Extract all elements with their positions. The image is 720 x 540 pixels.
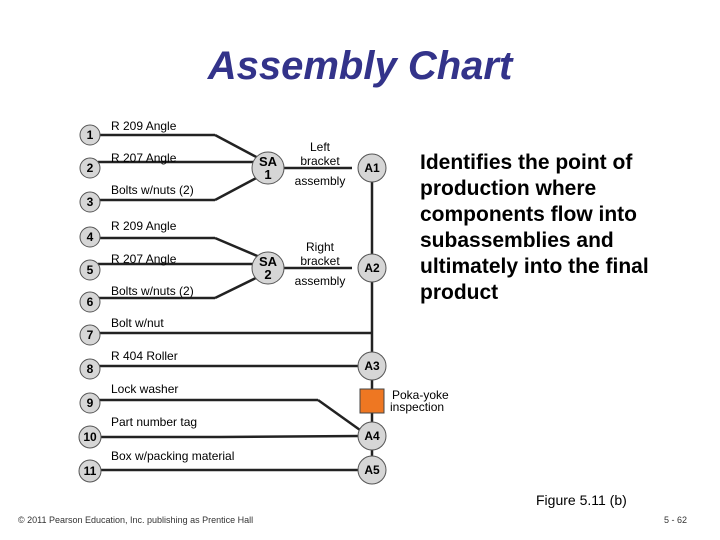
component-label: R 209 Angle — [111, 219, 177, 233]
component-number: 8 — [87, 362, 94, 376]
flow-lines — [98, 133, 374, 472]
subassembly-code: SA — [259, 254, 278, 269]
subassembly-node: SA 1 Left bracket assembly — [251, 140, 346, 188]
component-number: 5 — [87, 263, 94, 277]
page-title: Assembly Chart — [207, 44, 513, 88]
inspection-label-line1: Poka-yoke — [392, 388, 449, 402]
subassembly-number: 2 — [264, 267, 271, 282]
component-number: 2 — [87, 161, 94, 175]
component-label: R 207 Angle — [111, 252, 177, 266]
assembly-code: A4 — [364, 429, 380, 443]
component-node: 6 Bolts w/nuts (2) — [79, 284, 194, 313]
component-label: Bolt w/nut — [111, 316, 164, 330]
component-number: 9 — [87, 396, 94, 410]
assembly-node: A3 — [357, 351, 387, 381]
component-number: 6 — [87, 295, 94, 309]
inspection-square — [359, 388, 385, 414]
component-label: Bolts w/nuts (2) — [111, 284, 194, 298]
inspection-node: Poka-yoke inspection — [359, 388, 449, 414]
subassembly-number: 1 — [264, 167, 271, 182]
assembly-node: A1 — [357, 153, 387, 183]
component-node: 1 R 209 Angle — [79, 119, 177, 146]
component-node: 2 R 207 Angle — [79, 151, 177, 179]
assembly-code: A5 — [364, 463, 380, 477]
assembly-code: A3 — [364, 359, 380, 373]
assembly-code: A2 — [364, 261, 380, 275]
page-number: 5 - 62 — [664, 515, 688, 525]
component-number: 10 — [83, 430, 97, 444]
component-label: R 209 Angle — [111, 119, 177, 133]
chart-description: Identifies the point of production where… — [420, 151, 649, 304]
component-node: 5 R 207 Angle — [79, 252, 177, 281]
subassembly-name-line1: Right — [306, 240, 335, 254]
subassembly-name-line2: bracket — [300, 254, 340, 268]
component-node: 11 Box w/packing material — [78, 449, 234, 483]
component-nodes: 1 R 209 Angle 2 R 207 Angle 3 Bolts w/nu… — [78, 119, 234, 483]
component-number: 7 — [87, 328, 94, 342]
component-node: 3 Bolts w/nuts (2) — [79, 183, 194, 213]
subassembly-name-line3: assembly — [295, 274, 346, 288]
subassembly-name-line2: bracket — [300, 154, 340, 168]
component-node: 9 Lock washer — [79, 382, 178, 414]
assembly-node: A5 — [357, 455, 387, 485]
assembly-steps: A1 A2 A3 A4 A5 — [357, 153, 387, 485]
subassembly-name-line1: Left — [310, 140, 331, 154]
copyright-footer: © 2011 Pearson Education, Inc. publishin… — [18, 515, 254, 525]
component-number: 3 — [87, 195, 94, 209]
component-node: 7 Bolt w/nut — [79, 316, 164, 346]
component-label: R 404 Roller — [111, 349, 178, 363]
component-label: Lock washer — [111, 382, 178, 396]
assembly-node: A4 — [357, 421, 387, 451]
subassembly-code: SA — [259, 154, 278, 169]
subassembly-node: SA 2 Right bracket assembly — [251, 240, 346, 288]
component-label: Box w/packing material — [111, 449, 234, 463]
subassembly-name-line3: assembly — [295, 174, 346, 188]
component-node: 8 R 404 Roller — [79, 349, 178, 380]
assembly-node: A2 — [357, 253, 387, 283]
assembly-code: A1 — [364, 161, 380, 175]
inspection-label-line2: inspection — [390, 400, 444, 414]
component-node: 10 Part number tag — [78, 415, 197, 449]
component-label: Bolts w/nuts (2) — [111, 183, 194, 197]
component-number: 1 — [87, 128, 94, 142]
component-node: 4 R 209 Angle — [79, 219, 177, 248]
component-label: R 207 Angle — [111, 151, 177, 165]
component-label: Part number tag — [111, 415, 197, 429]
figure-caption: Figure 5.11 (b) — [536, 492, 627, 508]
component-number: 4 — [87, 230, 94, 244]
component-number: 11 — [84, 464, 97, 478]
